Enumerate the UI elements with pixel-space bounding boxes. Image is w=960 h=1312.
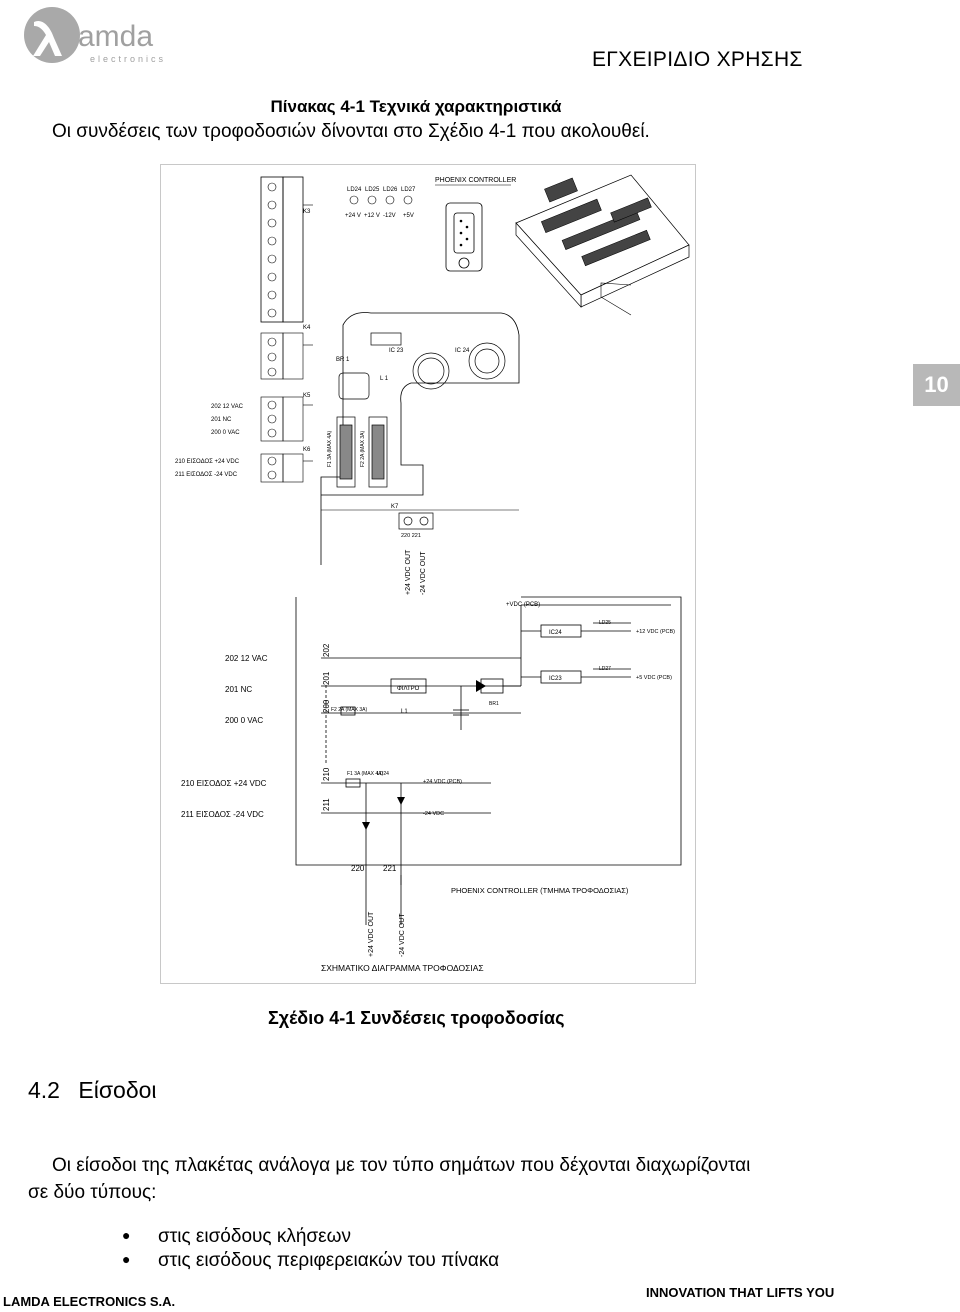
svg-text:220 221: 220 221 — [401, 533, 421, 539]
svg-text:+12 VDC (PCB): +12 VDC (PCB) — [636, 629, 675, 635]
power-diagram: K3 K4 K5 K6 202 12 VAC 201 NC 200 0 VAC … — [175, 174, 690, 973]
svg-text:IC24: IC24 — [549, 630, 562, 636]
svg-text:201: 201 — [322, 671, 331, 685]
svg-text:PHOENIX CONTROLLER (ΤΜΗΜΑ ΤΡΟΦ: PHOENIX CONTROLLER (ΤΜΗΜΑ ΤΡΟΦΟΔΟΣΙΑΣ) — [451, 886, 629, 895]
svg-text:IC 23: IC 23 — [389, 348, 404, 354]
svg-text:220: 220 — [351, 864, 365, 873]
svg-text:LD25: LD25 — [365, 187, 380, 193]
svg-text:+VDC (PCB): +VDC (PCB) — [506, 602, 540, 608]
svg-text:F2 2A (MAX 3A): F2 2A (MAX 3A) — [331, 707, 367, 713]
svg-text:amda: amda — [78, 20, 153, 53]
svg-text:LD24: LD24 — [347, 187, 362, 193]
svg-text:LD26: LD26 — [383, 187, 398, 193]
svg-text:LD27: LD27 — [599, 666, 611, 672]
figure-caption: Σχέδιο 4-1 Συνδέσεις τροφοδοσίας — [268, 1008, 565, 1028]
svg-text:202 12 VAC: 202 12 VAC — [225, 654, 268, 663]
manual-title: ΕΓΧΕΙΡΙΔΙΟ ΧΡΗΣΗΣ — [592, 48, 803, 71]
svg-text:F1 3A (MAX 4A): F1 3A (MAX 4A) — [327, 431, 333, 467]
svg-text:PHOENIX CONTROLLER: PHOENIX CONTROLLER — [435, 177, 516, 184]
svg-text:+24 VDC (PCB): +24 VDC (PCB) — [423, 779, 462, 785]
svg-text:L 1: L 1 — [380, 376, 389, 382]
bullet-text: στις εισόδους περιφερειακών του πίνακα — [158, 1250, 500, 1271]
svg-text:200 0 VAC: 200 0 VAC — [211, 430, 240, 436]
svg-text:+5V: +5V — [403, 213, 414, 219]
svg-text:BR 1: BR 1 — [336, 357, 350, 363]
svg-text:L1: L1 — [401, 709, 408, 715]
svg-text:ΣΧΗΜΑΤΙΚΟ ΔΙΑΓΡΑΜΜΑ ΤΡΟΦΟΔΟΣΙΑ: ΣΧΗΜΑΤΙΚΟ ΔΙΑΓΡΑΜΜΑ ΤΡΟΦΟΔΟΣΙΑΣ — [321, 963, 484, 973]
svg-text:200: 200 — [322, 699, 331, 713]
svg-text:221: 221 — [383, 864, 397, 873]
intro-text: Οι συνδέσεις των τροφοδοσιών δίνονται στ… — [52, 121, 650, 142]
svg-text:LD24: LD24 — [377, 771, 389, 777]
section-title: Είσοδοι — [78, 1077, 157, 1103]
svg-text:200 0 VAC: 200 0 VAC — [225, 716, 263, 725]
svg-text:K5: K5 — [303, 393, 311, 399]
svg-text:K4: K4 — [303, 325, 311, 331]
svg-text:201 NC: 201 NC — [211, 417, 232, 423]
svg-text:ΦΙΛΤΡΟ: ΦΙΛΤΡΟ — [397, 686, 420, 692]
svg-text:F1 3A (MAX 4A): F1 3A (MAX 4A) — [347, 771, 383, 777]
svg-text:202 12 VAC: 202 12 VAC — [211, 404, 244, 410]
footer-company: LAMDA ELECTRONICS S.A. — [3, 1294, 176, 1309]
svg-text:201 NC: 201 NC — [225, 685, 252, 694]
svg-text:211 ΕΙΣΟΔΟΣ -24 VDC: 211 ΕΙΣΟΔΟΣ -24 VDC — [181, 810, 264, 819]
page-number-tab: 10 — [913, 364, 960, 406]
table-caption: Πίνακας 4-1 Τεχνικά χαρακτηριστικά — [270, 97, 562, 116]
svg-text:-24 VDC OUT: -24 VDC OUT — [399, 913, 406, 957]
lamda-logo: amda electronics — [24, 7, 166, 64]
power-connections-figure: K3 K4 K5 K6 202 12 VAC 201 NC 200 0 VAC … — [160, 164, 696, 984]
svg-text:BR1: BR1 — [489, 701, 499, 707]
section-number: 4.2 — [28, 1077, 60, 1103]
svg-text:F2 2A (MAX 3A): F2 2A (MAX 3A) — [360, 431, 366, 467]
svg-text:211: 211 — [322, 798, 331, 811]
svg-text:202: 202 — [322, 643, 331, 657]
svg-text:210 ΕΙΣΟΔΟΣ +24 VDC: 210 ΕΙΣΟΔΟΣ +24 VDC — [181, 779, 267, 788]
bullet-item: ● στις εισόδους περιφερειακών του πίνακα — [122, 1250, 499, 1272]
svg-text:+12 V: +12 V — [364, 213, 380, 219]
svg-text:LD25: LD25 — [599, 620, 611, 626]
paragraph-line-2: σε δύο τύπους: — [28, 1182, 157, 1203]
svg-text:+24 V: +24 V — [345, 213, 361, 219]
svg-text:-24 VDC: -24 VDC — [423, 811, 444, 817]
svg-text:K7: K7 — [391, 504, 399, 510]
svg-text:+5 VDC (PCB): +5 VDC (PCB) — [636, 675, 672, 681]
svg-text:IC23: IC23 — [549, 676, 562, 682]
svg-text:211 ΕΙΣΟΔΟΣ -24 VDC: 211 ΕΙΣΟΔΟΣ -24 VDC — [175, 472, 238, 478]
svg-text:electronics: electronics — [90, 54, 166, 64]
svg-text:LD27: LD27 — [401, 187, 416, 193]
svg-text:210 ΕΙΣΟΔΟΣ +24 VDC: 210 ΕΙΣΟΔΟΣ +24 VDC — [175, 459, 240, 465]
bullet-icon: ● — [122, 1227, 131, 1243]
bullet-text: στις εισόδους κλήσεων — [158, 1226, 351, 1247]
svg-text:IC 24: IC 24 — [455, 348, 470, 354]
bullet-item: ● στις εισόδους κλήσεων — [122, 1226, 351, 1248]
svg-text:-24 VDC OUT: -24 VDC OUT — [420, 551, 427, 595]
svg-text:K6: K6 — [303, 447, 311, 453]
svg-text:K3: K3 — [303, 209, 311, 215]
svg-text:+24 VDC OUT: +24 VDC OUT — [368, 911, 375, 957]
paragraph-line-1: Οι είσοδοι της πλακέτας ανάλογα με τον τ… — [52, 1155, 751, 1176]
footer-slogan: INNOVATION THAT LIFTS YOU — [646, 1285, 835, 1300]
section-heading: 4.2 Είσοδοι — [28, 1077, 157, 1104]
svg-text:+24 VDC OUT: +24 VDC OUT — [405, 549, 412, 595]
bullet-icon: ● — [122, 1251, 131, 1267]
svg-text:210: 210 — [322, 767, 331, 781]
svg-text:-12V: -12V — [383, 213, 396, 219]
